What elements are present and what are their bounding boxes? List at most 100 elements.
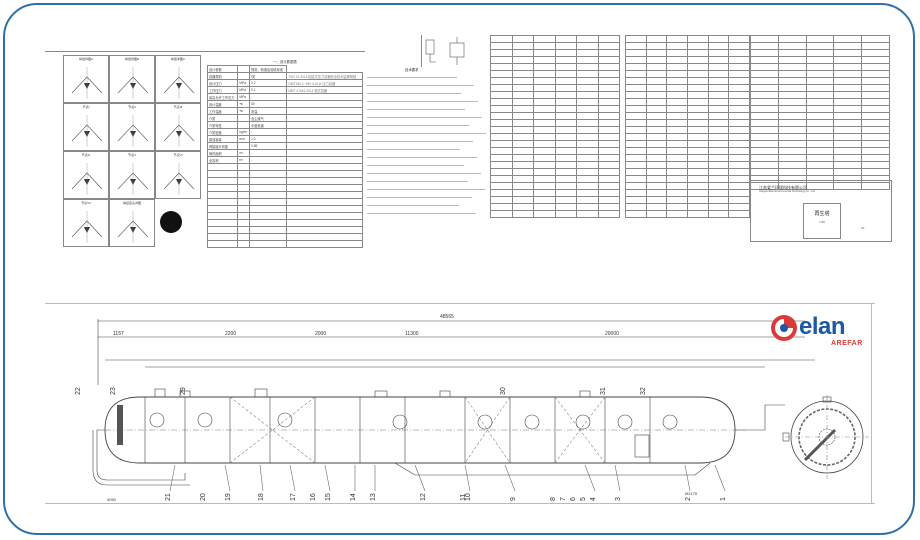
- tech-requirement-line: [367, 177, 468, 182]
- table-row: [490, 140, 620, 148]
- weld-detail-cell: 节点III: [155, 103, 201, 151]
- table-row: [625, 70, 750, 78]
- design-table-row: 介质特性中度危害: [206, 121, 363, 129]
- tech-requirement-line: [367, 169, 481, 174]
- tech-requirement-line: [367, 145, 460, 150]
- tech-requirement-line: [367, 113, 482, 118]
- part-number-label: 12: [420, 493, 427, 501]
- weld-detail-caption: 节点VII: [81, 201, 91, 205]
- tech-requirement-line: [367, 97, 478, 102]
- part-number-label: 8: [550, 497, 557, 501]
- filled-section-detail: [160, 211, 182, 233]
- drawing-top-border: [45, 303, 875, 304]
- table-row: [490, 189, 620, 197]
- table-row: [625, 105, 750, 113]
- table-row: [625, 175, 750, 183]
- table-row: [490, 35, 620, 43]
- table-row: [490, 210, 620, 218]
- sheet-size: A1: [861, 226, 865, 230]
- tech-requirement-line: [367, 153, 477, 158]
- drawing-scale: 1:50: [819, 220, 825, 224]
- part-number-label: 10: [465, 493, 472, 501]
- weld-detail-caption: 节点IV: [81, 153, 91, 157]
- company-name-cn: 江苏爱兰环境科技有限公司: [759, 185, 807, 190]
- nozzle-table-sheet: [490, 35, 620, 245]
- diameter-label: Ø2175: [685, 491, 698, 496]
- parts-list-right-table: [750, 35, 890, 190]
- table-row: [490, 147, 620, 155]
- part-number-label: 30: [500, 387, 507, 395]
- dim-20000: 20000: [605, 331, 619, 337]
- table-row: [625, 140, 750, 148]
- table-row: [750, 133, 890, 141]
- weld-detail-cell: 节点IV: [63, 151, 109, 199]
- table-row: [490, 84, 620, 92]
- table-row: [490, 91, 620, 99]
- table-row: [625, 196, 750, 204]
- table-row: [750, 91, 890, 99]
- tech-requirement-line: [367, 129, 486, 134]
- table-row: [625, 63, 750, 71]
- weld-detail-cell: 焊接接头详图: [109, 199, 155, 247]
- tech-requirement-line: [367, 185, 485, 190]
- vessel-drawing: 48565 1157 2200 2000 11300 20000 Ø2175 4…: [75, 314, 869, 502]
- weld-detail-cell: 焊缝详图A: [63, 55, 109, 103]
- table-row: [750, 182, 890, 190]
- table-row: [490, 49, 620, 57]
- weld-detail-caption: 节点V: [127, 153, 136, 157]
- part-number-label: 4: [590, 497, 597, 501]
- tech-requirement-line: [367, 89, 461, 94]
- dim-1157: 1157: [113, 331, 124, 337]
- table-row: [750, 63, 890, 71]
- table-row: [490, 77, 620, 85]
- company-name-en: Jiangsu Elan Environmental Technology Co…: [759, 190, 816, 193]
- part-number-label: 13: [370, 493, 377, 501]
- table-row: [750, 154, 890, 162]
- table-row: [750, 126, 890, 134]
- part-number-label: 32: [640, 387, 647, 395]
- table-row: [490, 133, 620, 141]
- logo-subtitle: AREFAR: [831, 340, 863, 347]
- table-row: [750, 42, 890, 50]
- part-number-label: 17: [290, 493, 297, 501]
- table-row: [625, 49, 750, 57]
- table-row: [625, 119, 750, 127]
- table-row: [750, 119, 890, 127]
- table-row: [490, 175, 620, 183]
- table-row: [750, 70, 890, 78]
- table-row: [750, 161, 890, 169]
- table-row: [750, 35, 890, 43]
- tech-requirement-line: [367, 161, 464, 166]
- table-row: [625, 56, 750, 64]
- overall-length-label: 48565: [440, 314, 454, 320]
- table-row: [490, 112, 620, 120]
- drawing-name: 再生塔: [814, 211, 830, 217]
- weld-detail-cell: 焊缝详图B: [109, 55, 155, 103]
- table-row: [625, 168, 750, 176]
- weld-detail-cell: 节点V: [109, 151, 155, 199]
- tech-requirement-line: [367, 73, 457, 78]
- table-row: [625, 42, 750, 50]
- table-row: [750, 147, 890, 155]
- weld-detail-cell: 节点VII: [63, 199, 109, 247]
- tech-requirement-line: [367, 105, 465, 110]
- title-block: 江苏爱兰环境科技有限公司 Jiangsu Elan Environmental …: [750, 180, 892, 242]
- table-row: [490, 182, 620, 190]
- part-number-label: 7: [560, 497, 567, 501]
- tech-requirement-line: [367, 81, 474, 86]
- weld-detail-cell: 焊缝详图C: [155, 55, 201, 103]
- table-row: [490, 168, 620, 176]
- table-row: [490, 119, 620, 127]
- dim-2200: 2200: [225, 331, 236, 337]
- weld-detail-cell: 节点VI: [155, 151, 201, 199]
- part-number-label: 16: [310, 493, 317, 501]
- part-number-label: 5: [580, 497, 587, 501]
- tech-requirements-title: 技术要求: [405, 68, 419, 72]
- table-row: [750, 77, 890, 85]
